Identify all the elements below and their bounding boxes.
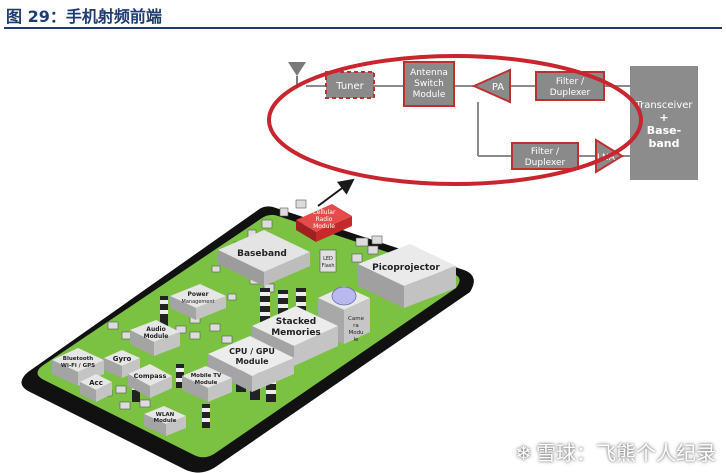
mobiletv-line1: Mobile TV — [191, 373, 222, 379]
camera-line1: Came — [348, 316, 365, 322]
cpu-line2: Module — [235, 357, 269, 366]
bluetooth-line1: Bluetooth — [63, 356, 94, 362]
audio-module: Audio Module — [130, 320, 180, 356]
bluetooth-wifi-gps-module: Bluetooth Wi-Fi / GPS — [52, 348, 104, 386]
camera-line4: le — [354, 337, 360, 343]
camera-line3: Modu — [348, 330, 363, 336]
compass-label: Compass — [134, 372, 167, 380]
camera-line2: ra — [353, 323, 359, 329]
wlan-module: WLAN Module — [144, 406, 186, 436]
rf-front-end-diagram: Tuner Antenna Switch Module PA Filter / … — [21, 54, 698, 473]
antenna-switch-line1: Antenna — [410, 68, 448, 78]
transceiver-line4: band — [648, 137, 679, 150]
cpu-gpu-module: CPU / GPU Module — [208, 336, 294, 392]
cpu-line1: CPU / GPU — [229, 347, 275, 356]
tuner-label: Tuner — [335, 81, 364, 92]
cellular-line3: Module — [313, 223, 335, 230]
cellular-line2: Radio — [316, 216, 333, 223]
filter-tx-line1: Filter / — [556, 77, 585, 87]
filter-rx-line2: Duplexer — [525, 158, 566, 168]
camera-lens-icon — [331, 286, 357, 306]
wlan-line1: WLAN — [156, 412, 175, 418]
gyro-sensor: Gyro — [104, 350, 140, 378]
acc-label: Acc — [89, 379, 103, 387]
phone-board: Cellular Radio Module Baseband LED Flash… — [21, 199, 474, 473]
stacked-line1: Stacked — [276, 317, 316, 327]
rf-block-diagram: Tuner Antenna Switch Module PA Filter / … — [267, 54, 698, 207]
figure-title: 图 29：手机射频前端 — [6, 7, 162, 26]
figure-header: 图 29：手机射频前端 — [0, 0, 726, 29]
transceiver-line3: Base- — [647, 124, 681, 137]
filter-rx-line1: Filter / — [531, 147, 560, 157]
filter-duplexer-tx-block — [535, 71, 605, 101]
pa-amplifier — [471, 68, 511, 104]
bluetooth-line2: Wi-Fi / GPS — [61, 363, 95, 369]
led-line2: Flash — [321, 263, 334, 269]
watermark-text: 雪球：飞熊个人纪录 — [536, 441, 716, 465]
cellular-radio-module: Cellular Radio Module — [296, 204, 352, 242]
compass-sensor: Compass — [128, 364, 172, 398]
header-rule — [4, 27, 722, 29]
pcb-board — [37, 214, 460, 458]
led-flash: LED Flash — [319, 249, 337, 273]
filter-duplexer-rx-block — [511, 142, 579, 170]
antenna-switch-block — [403, 61, 455, 107]
led-line1: LED — [323, 256, 333, 262]
baseband-label: Baseband — [237, 249, 287, 259]
picoprojector: Picoprojector — [358, 244, 456, 308]
audio-line1: Audio — [146, 326, 165, 333]
gyro-label: Gyro — [113, 355, 132, 363]
antenna-icon — [288, 62, 306, 76]
pa-label: PA — [492, 82, 504, 93]
tuner-block — [325, 71, 375, 99]
highlight-ellipse — [267, 54, 643, 186]
transceiver-line1: Transceiver — [634, 100, 693, 111]
power-management: Power Management — [170, 284, 226, 320]
antenna-switch-line3: Module — [413, 90, 446, 100]
watermark: ❄雪球：飞熊个人纪录 — [515, 437, 716, 466]
filter-tx-line2: Duplexer — [550, 88, 591, 98]
mobiletv-line2: Module — [195, 380, 218, 386]
snowball-logo-icon: ❄ — [515, 441, 532, 465]
power-line2: Management — [182, 299, 215, 305]
power-line1: Power — [187, 291, 208, 298]
audio-line2: Module — [144, 333, 169, 340]
transceiver-line2: + — [659, 111, 668, 124]
cellular-line1: Cellular — [313, 209, 336, 216]
callout-arrow — [317, 178, 355, 207]
baseband-chip: Baseband — [218, 230, 310, 286]
picoprojector-label: Picoprojector — [372, 263, 440, 273]
accelerometer: Acc — [80, 374, 112, 402]
antenna-switch-line2: Switch — [414, 79, 444, 89]
mobile-tv-module: Mobile TV Module — [182, 366, 232, 402]
wlan-line2: Module — [154, 418, 177, 424]
stacked-line2: Memories — [271, 328, 321, 338]
